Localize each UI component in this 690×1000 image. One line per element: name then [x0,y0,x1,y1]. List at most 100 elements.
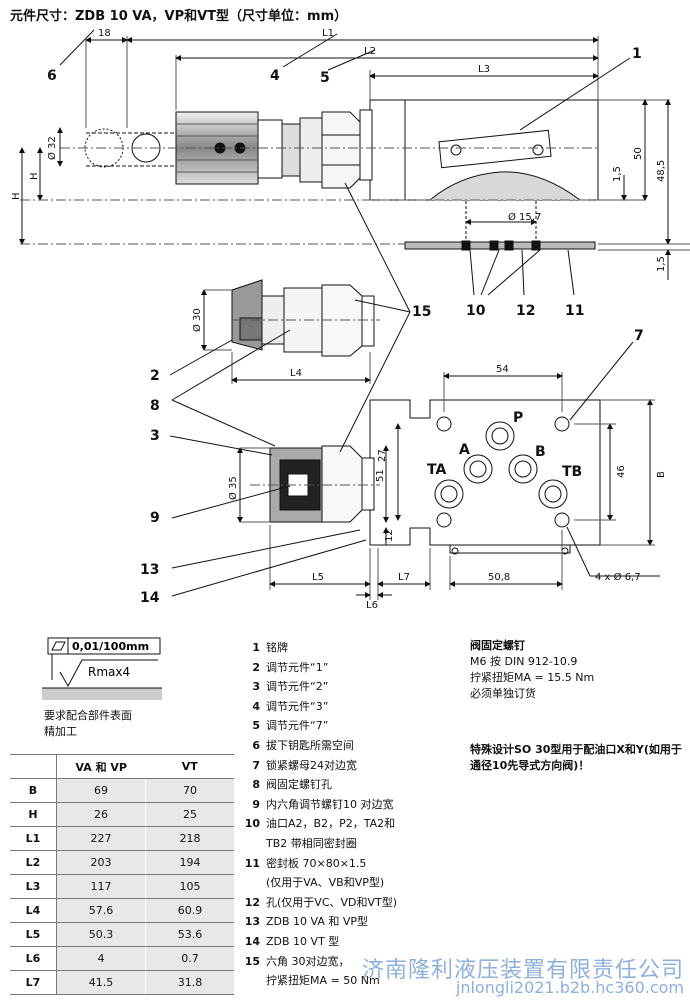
callout-5: 5 [320,70,330,86]
dim-H: H [29,172,40,180]
dim-54: 54 [496,364,509,375]
dim-50: 50 [633,147,644,160]
dim-L6: L6 [366,600,378,611]
technical-drawing: 18 L1 L2 L3 Ø 32 H H 50 48,5 1,5 1,5 Ø 1… [11,28,690,611]
callout-2: 2 [150,368,160,384]
dim-50-8: 50,8 [488,572,510,583]
screw-note-line: M6 按 DIN 912-10.9 [470,655,578,668]
surface-note-line: 要求配合部件表面 [44,709,132,722]
callout-11: 11 [565,303,584,319]
watermark-company: 济南隆利液压装置有限责任公司 [361,958,684,983]
dim-1-5-a: 1,5 [612,166,623,182]
callout-13: 13 [140,562,159,578]
dim-L5: L5 [312,572,324,583]
watermark-url: jnlongli2021.b2b.hc360.com [455,978,684,997]
dim-d35: Ø 35 [227,476,239,500]
callout-3: 3 [150,428,160,444]
dim-L3: L3 [478,64,490,75]
dim-27: 27 [377,449,388,462]
callout-4: 4 [270,68,280,84]
callout-7-right: 7 [634,328,644,344]
roughness-value: Rmax4 [88,665,130,679]
screw-note-head: 阀固定螺钉 [470,639,525,652]
list-item: (仅用于VA、VB和VP型) [266,876,385,890]
screw-note-line: 必须单独订货 [470,687,536,700]
special-design-note: 特殊设计SO 30型用于配油口X和Y(如用于通径10先导式方向阀)！ [470,743,682,772]
callout-12: 12 [516,303,535,319]
nameplate [438,129,552,169]
page-title: 元件尺寸：ZDB 10 VA，VP和VT型（尺寸单位：mm） [10,9,348,24]
dim-L2: L2 [364,46,376,57]
list-item: 拧紧扭矩MA = 50 Nm [266,974,380,988]
dim-18: 18 [98,28,111,39]
dim-L7: L7 [398,572,410,583]
table-header: VA 和 VP [56,754,146,779]
dim-48-5: 48,5 [656,160,667,182]
dim-L1: L1 [322,28,334,39]
tolerance-value: 0,01/100mm [72,640,149,653]
callout-6: 6 [47,68,57,84]
dim-H-total: H [11,192,22,200]
dim-L4: L4 [290,368,302,379]
surface-note-line: 精加工 [44,725,77,738]
surface-symbol: 0,01/100mm Rmax4 [42,637,162,700]
callout-numbers: 6 4 5 1 10 12 11 15 7 2 8 3 9 13 14 [47,46,644,606]
dim-d15-7: Ø 15,7 [508,211,541,223]
port-A: A [459,442,470,458]
list-item: TB2 带相同密封圈 [266,836,357,850]
port-TB: TB [562,464,582,480]
callout-15: 15 [412,304,431,320]
callout-1: 1 [632,46,642,62]
callout-9: 9 [150,510,160,526]
screw-note: 阀固定螺钉 M6 按 DIN 912-10.9 拧紧扭矩MA = 15.5 Nm… [470,638,594,702]
callout-14: 14 [140,590,160,606]
dim-holes: 4 x Ø 6,7 [595,571,641,583]
port-P: P [513,410,523,426]
dim-d32: Ø 32 [46,136,58,160]
dim-d30: Ø 30 [191,308,203,332]
table-header [10,754,57,779]
table-header: VT [145,754,234,779]
dim-1-5-b: 1,5 [656,256,667,272]
dimension-labels: 18 L1 L2 L3 Ø 32 H H 50 48,5 1,5 1,5 Ø 1… [11,28,667,611]
dim-12: 12 [384,529,395,542]
front-view [237,372,660,600]
side-view-2 [201,279,380,384]
dim-B: B [656,471,667,478]
dim-51: 51 [375,469,386,482]
top-view [19,36,690,280]
surface-note: 要求配合部件表面 精加工 [44,708,132,740]
callout-10: 10 [466,303,486,319]
port-B: B [535,444,546,460]
screw-note-line: 拧紧扭矩MA = 15.5 Nm [470,671,595,684]
port-TA: TA [427,462,446,478]
dim-46: 46 [616,465,627,478]
callout-8: 8 [150,398,160,414]
